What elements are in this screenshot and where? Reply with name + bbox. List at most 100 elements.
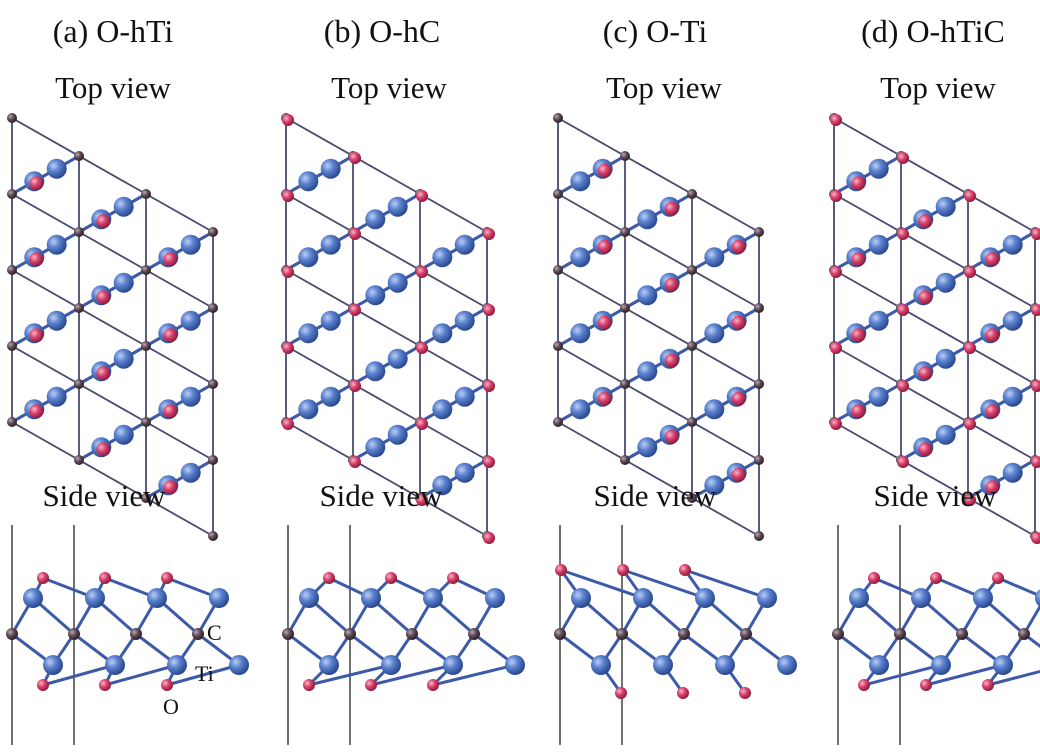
titanium-atom — [298, 247, 319, 268]
oxygen-atom — [416, 494, 428, 506]
oxygen-atom — [731, 467, 746, 482]
carbon-atom — [208, 303, 218, 313]
top-view-label: Top view — [606, 70, 722, 105]
titanium-atom — [704, 475, 725, 496]
oxygen-atom — [96, 214, 111, 229]
oxygen-atom — [918, 290, 933, 305]
titanium-atom — [229, 655, 249, 675]
oxygen-atom — [349, 304, 361, 316]
carbon-atom — [620, 379, 630, 389]
carbon-atom — [620, 151, 630, 161]
bond — [11, 345, 214, 461]
oxygen-atom — [282, 342, 294, 354]
titanium-atom — [454, 234, 475, 255]
carbon-atom — [74, 227, 84, 237]
titanium-atom — [570, 323, 591, 344]
oxygen-atom — [739, 687, 751, 699]
oxygen-atom — [858, 679, 870, 691]
oxygen-atom — [982, 679, 994, 691]
titanium-atom — [46, 234, 67, 255]
titanium-atom — [180, 462, 201, 483]
titanium-atom — [715, 655, 735, 675]
titanium-atom — [113, 424, 134, 445]
oxygen-atom — [29, 328, 44, 343]
oxygen-atom — [483, 456, 495, 468]
oxygen-atom — [851, 328, 866, 343]
oxygen-atom — [897, 228, 909, 240]
titanium-atom — [633, 588, 653, 608]
titanium-atom — [387, 348, 408, 369]
oxygen-atom — [985, 328, 1000, 343]
titanium-atom — [570, 399, 591, 420]
side-view-label: Side view — [593, 478, 717, 513]
oxygen-atom — [830, 342, 842, 354]
carbon-atom — [406, 628, 418, 640]
oxygen-atom — [349, 228, 361, 240]
carbon-atom — [620, 227, 630, 237]
carbon-atom — [754, 303, 764, 313]
oxygen-atom — [868, 572, 880, 584]
titanium-atom — [43, 655, 63, 675]
titanium-atom — [935, 272, 956, 293]
carbon-atom — [687, 493, 697, 503]
bond — [833, 421, 1036, 537]
top-view-label: Top view — [880, 70, 996, 105]
oxygen-atom — [830, 266, 842, 278]
bond — [559, 568, 645, 600]
bond — [557, 117, 760, 233]
oxygen-atom — [483, 380, 495, 392]
oxygen-atom — [918, 366, 933, 381]
oxygen-atom — [555, 564, 567, 576]
oxygen-atom — [897, 380, 909, 392]
oxygen-atom — [416, 418, 428, 430]
bond — [557, 345, 760, 461]
titanium-atom — [85, 588, 105, 608]
oxygen-atom — [1031, 304, 1040, 316]
top-view-structure — [281, 113, 495, 544]
bond — [833, 269, 1036, 385]
titanium-atom — [695, 588, 715, 608]
carbon-atom — [1018, 628, 1030, 640]
top-view-structure — [553, 113, 764, 541]
titanium-atom — [704, 247, 725, 268]
titanium-atom — [387, 196, 408, 217]
oxygen-atom — [918, 442, 933, 457]
oxygen-atom — [1031, 456, 1040, 468]
oxygen-atom — [615, 687, 627, 699]
carbon-atom — [553, 265, 563, 275]
oxygen-atom — [1031, 532, 1040, 544]
titanium-atom — [423, 588, 443, 608]
oxygen-atom — [731, 391, 746, 406]
oxygen-atom — [597, 239, 612, 254]
oxygen-atom — [29, 176, 44, 191]
panel-title: (c) O-Ti — [603, 13, 708, 49]
titanium-atom-label: Ti — [195, 661, 214, 686]
oxygen-atom — [830, 114, 842, 126]
titanium-atom — [704, 399, 725, 420]
carbon-atom — [620, 303, 630, 313]
titanium-atom — [320, 386, 341, 407]
titanium-atom — [1002, 462, 1023, 483]
bond — [557, 269, 760, 385]
titanium-atom — [485, 588, 505, 608]
carbon-atom — [754, 227, 764, 237]
panel-d: (d) O-hTiC Top view Side view — [829, 13, 1040, 745]
carbon-atom — [74, 151, 84, 161]
bond — [833, 193, 1036, 309]
bond — [431, 663, 517, 687]
carbon-atom — [956, 628, 968, 640]
panel-a: (a) O-hTi Top view Side view C Ti O — [6, 13, 249, 745]
bond — [285, 117, 488, 233]
oxygen-atom — [37, 679, 49, 691]
oxygen-atom — [964, 190, 976, 202]
titanium-atom — [443, 655, 463, 675]
oxygen-atom — [664, 277, 679, 292]
bond — [285, 345, 488, 461]
bond — [103, 663, 179, 687]
titanium-atom — [868, 234, 889, 255]
titanium-atom — [1002, 386, 1023, 407]
oxygen-atom — [930, 572, 942, 584]
titanium-atom — [505, 655, 525, 675]
titanium-atom — [113, 272, 134, 293]
side-view-label: Side view — [873, 478, 997, 513]
